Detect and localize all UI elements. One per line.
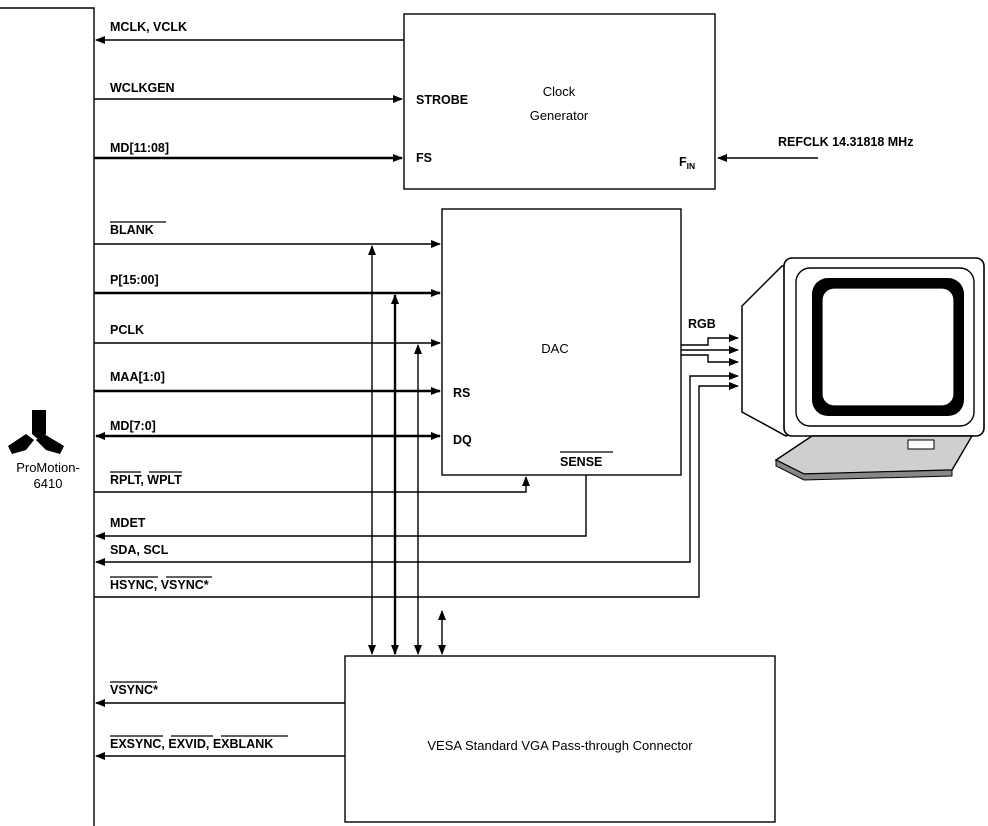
promotion-logo-icon: [8, 410, 64, 454]
signal-p-15-00: P[15:00]: [110, 273, 159, 287]
signal-mclk-vclk: MCLK, VCLK: [110, 20, 187, 34]
crt-monitor-icon: [742, 258, 984, 480]
pin-dq: DQ: [453, 433, 472, 447]
signal-rplt-wplt: RPLT, WPLT: [110, 473, 182, 487]
dac-title: DAC: [541, 341, 568, 356]
pin-rs: RS: [453, 386, 470, 400]
pin-fs: FS: [416, 151, 432, 165]
line-rgb-1: [681, 338, 738, 345]
signal-md-11-08: MD[11:08]: [110, 141, 169, 155]
signal-blank: BLANK: [110, 223, 154, 237]
pin-sense: SENSE: [560, 455, 602, 469]
signal-vsync2: VSYNC*: [110, 683, 158, 697]
signal-sda-scl: SDA, SCL: [110, 543, 169, 557]
signal-pclk: PCLK: [110, 323, 144, 337]
dac-output-rgb: RGB: [688, 317, 716, 331]
signal-exsync-exvid-exblank: EXSYNC, EXVID, EXBLANK: [110, 737, 273, 751]
signal-md-7-0: MD[7:0]: [110, 419, 156, 433]
chip-name-line1: ProMotion-: [16, 460, 80, 475]
clock-generator-title-1: Clock: [543, 84, 576, 99]
refclk-label: REFCLK 14.31818 MHz: [778, 135, 913, 149]
clock-generator-title-2: Generator: [530, 108, 589, 123]
signal-hsync-vsync: HSYNC, VSYNC*: [110, 578, 209, 592]
signal-wclkgen: WCLKGEN: [110, 81, 175, 95]
signal-mdet: MDET: [110, 516, 146, 530]
vga-connector-title: VESA Standard VGA Pass-through Connector: [427, 738, 693, 753]
line-rgb-3: [681, 355, 738, 362]
signal-maa-1-0: MAA[1:0]: [110, 370, 165, 384]
chip-name-line2: 6410: [34, 476, 63, 491]
pin-strobe: STROBE: [416, 93, 468, 107]
chip-edge-line: [0, 8, 94, 826]
